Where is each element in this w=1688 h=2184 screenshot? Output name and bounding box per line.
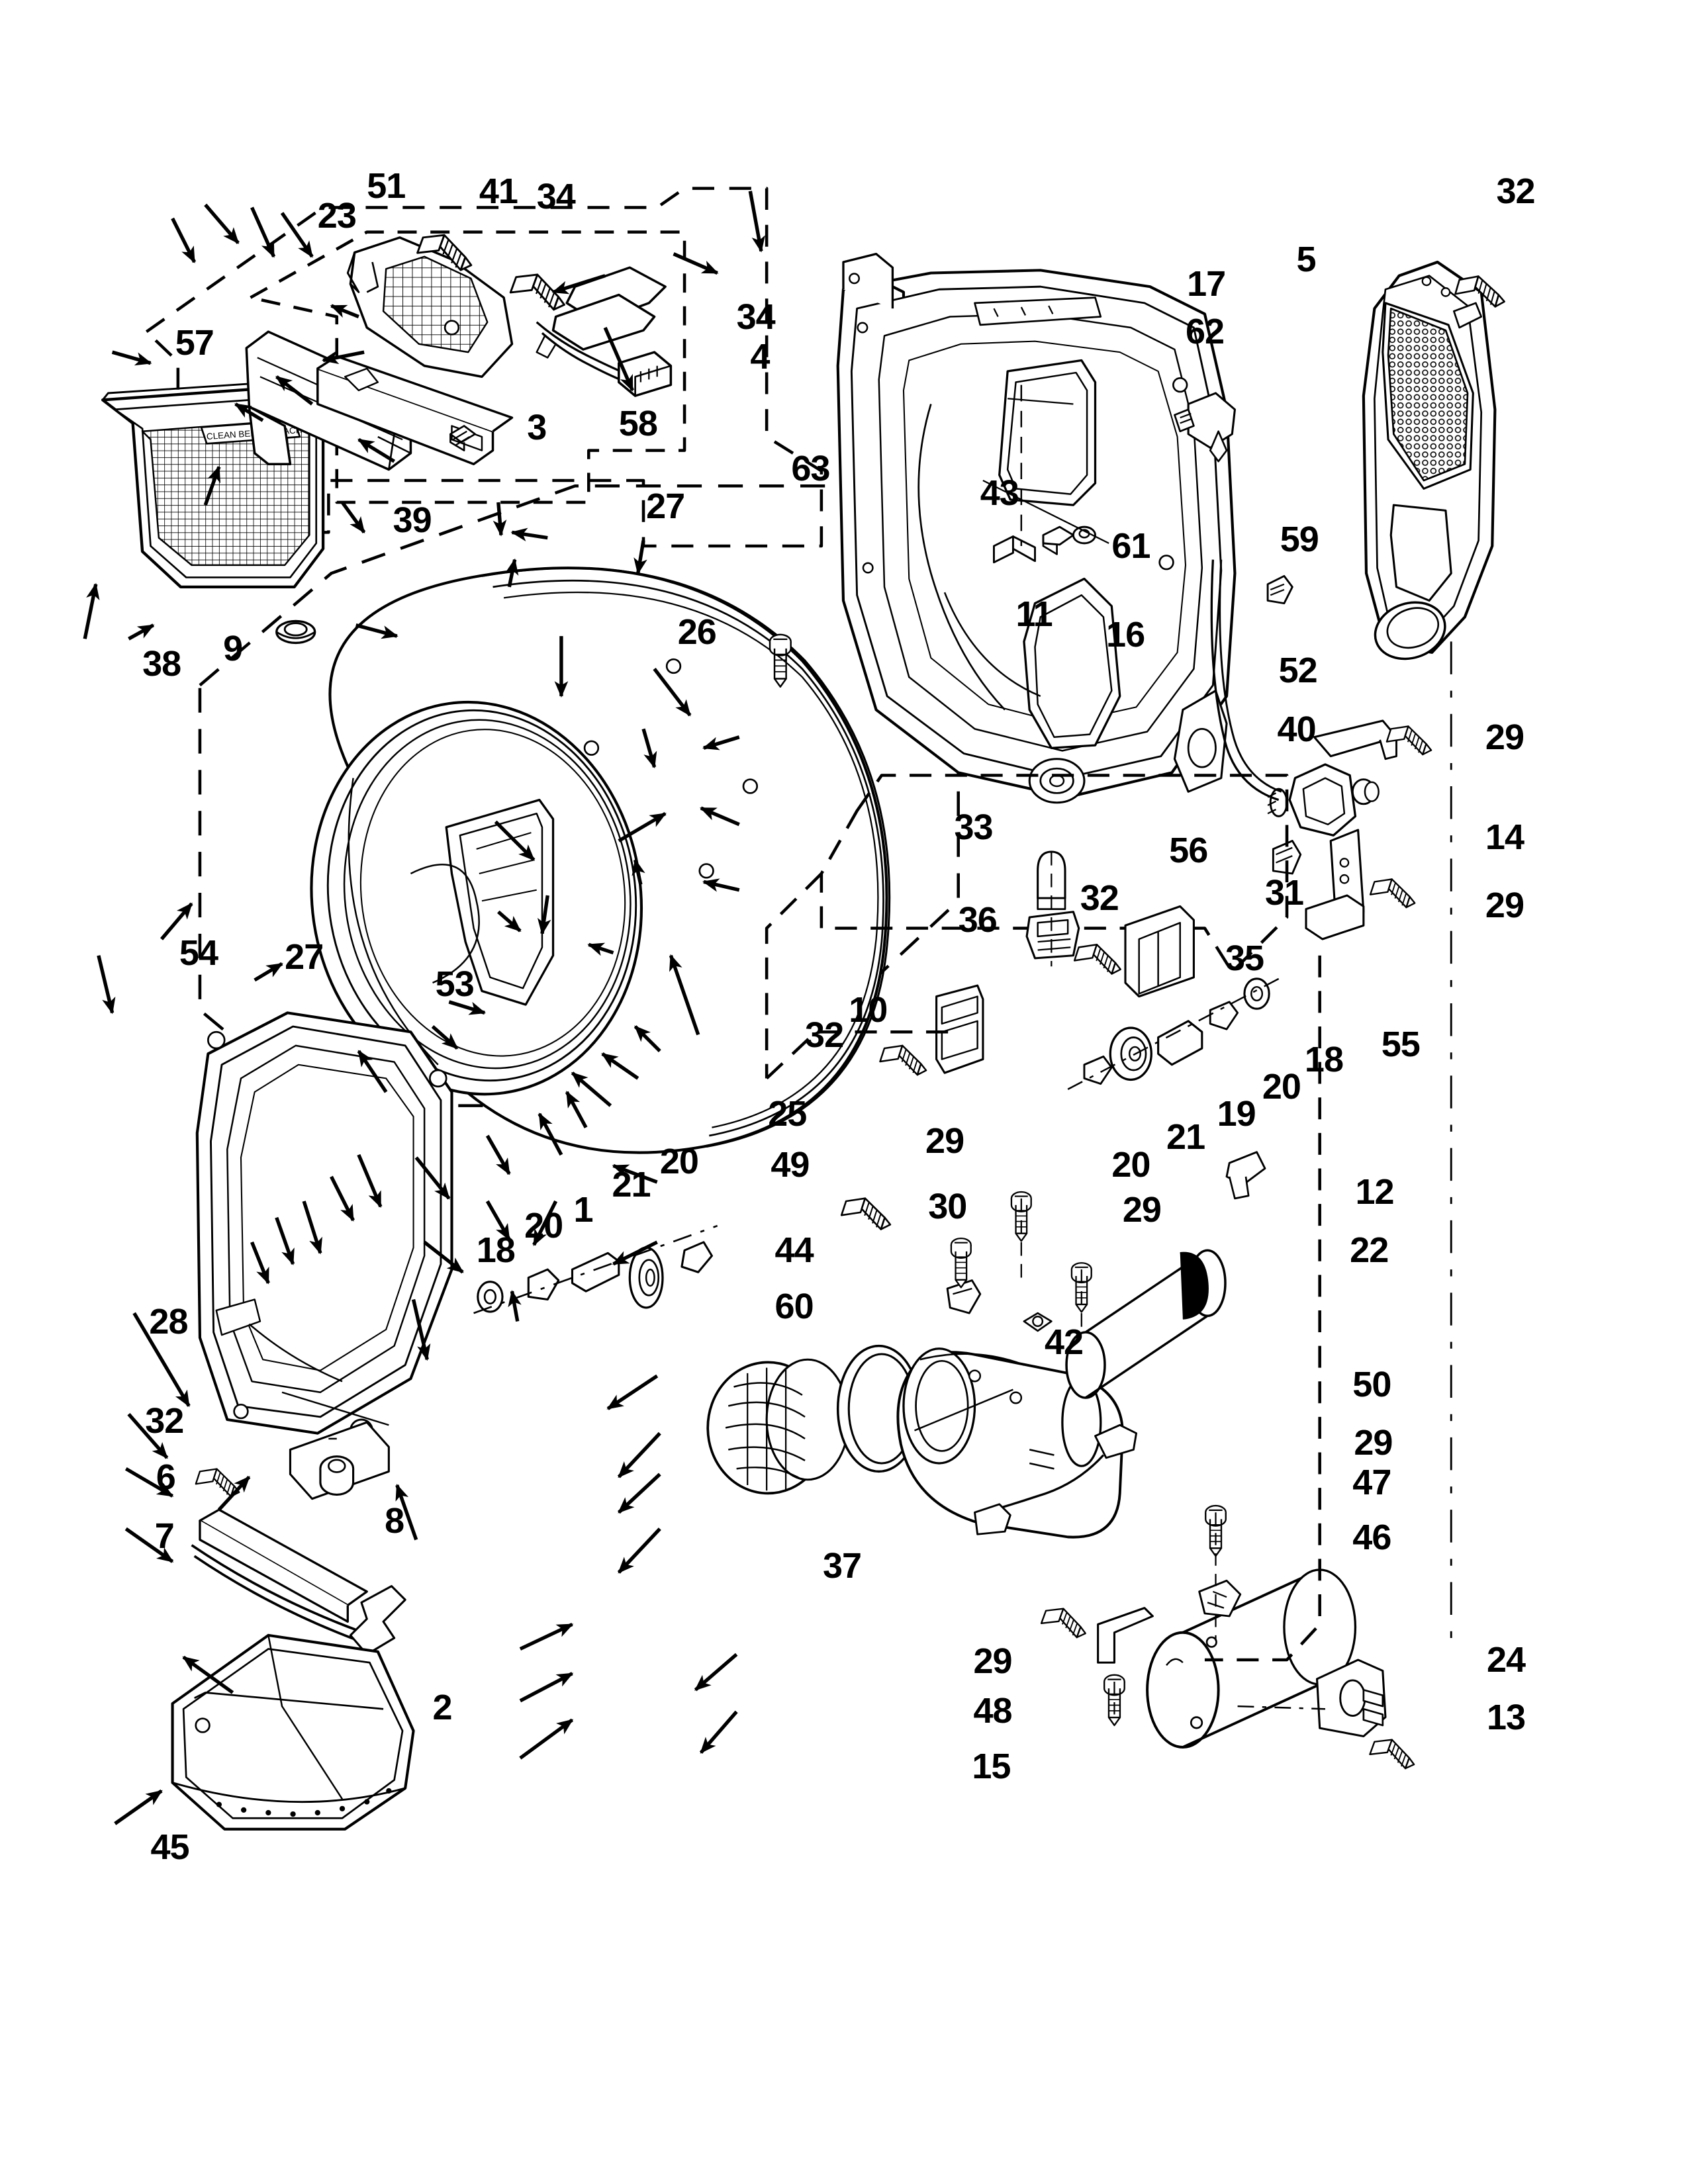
callout-18: 18 (1304, 1039, 1344, 1079)
callout-15: 15 (972, 1747, 1011, 1787)
callout-32: 32 (145, 1401, 184, 1441)
callout-31: 31 (1264, 873, 1304, 913)
callout-32: 32 (1496, 171, 1535, 211)
callout-47: 47 (1352, 1463, 1391, 1503)
callout-34: 34 (736, 296, 776, 337)
callout-32: 32 (1080, 878, 1119, 919)
callout-29: 29 (1485, 717, 1524, 757)
callout-61: 61 (1111, 526, 1150, 567)
callout-60: 60 (774, 1287, 814, 1326)
callout-23: 23 (317, 196, 357, 236)
callout-33: 33 (954, 807, 993, 848)
callout-17: 17 (1187, 264, 1226, 304)
callout-48: 48 (973, 1690, 1012, 1731)
callout-34: 34 (536, 177, 576, 217)
callout-9: 9 (223, 628, 243, 668)
callout-49: 49 (771, 1144, 810, 1185)
callout-12: 12 (1355, 1171, 1394, 1212)
callout-32: 32 (805, 1015, 844, 1055)
callout-57: 57 (175, 322, 214, 363)
callout-35: 35 (1225, 938, 1264, 979)
callout-44: 44 (774, 1230, 814, 1271)
callout-20: 20 (659, 1142, 699, 1182)
callout-27: 27 (285, 937, 324, 977)
callout-3: 3 (527, 407, 547, 447)
callout-58: 58 (618, 403, 658, 443)
callout-42: 42 (1044, 1322, 1084, 1362)
callout-56: 56 (1169, 831, 1208, 871)
callout-10: 10 (849, 990, 888, 1030)
callout-39: 39 (393, 500, 432, 540)
callout-22: 22 (1350, 1230, 1389, 1271)
callout-37: 37 (822, 1545, 862, 1586)
callout-29: 29 (973, 1641, 1012, 1682)
callout-13: 13 (1486, 1697, 1526, 1737)
callout-63: 63 (791, 448, 830, 488)
callout-21: 21 (612, 1165, 651, 1205)
callout-50: 50 (1352, 1364, 1391, 1404)
callout-54: 54 (179, 933, 218, 973)
callout-51: 51 (367, 165, 406, 206)
callout-18: 18 (476, 1230, 516, 1271)
callout-38: 38 (142, 643, 181, 684)
callout-40: 40 (1277, 709, 1317, 749)
callout-16: 16 (1106, 615, 1145, 655)
callout-28: 28 (149, 1301, 188, 1342)
callout-29: 29 (1122, 1189, 1162, 1230)
callout-11: 11 (1015, 594, 1053, 635)
callout-4: 4 (750, 336, 770, 377)
callout-25: 25 (768, 1094, 807, 1134)
callout-2: 2 (432, 1688, 453, 1728)
callout-6: 6 (156, 1457, 176, 1497)
callout-14: 14 (1485, 817, 1524, 857)
callout-30: 30 (928, 1187, 967, 1227)
callout-20: 20 (1111, 1144, 1150, 1185)
callout-62: 62 (1185, 312, 1225, 352)
callout-29: 29 (925, 1121, 964, 1161)
callout-29: 29 (1485, 885, 1524, 925)
callout-45: 45 (150, 1827, 189, 1867)
callout-1: 1 (573, 1189, 594, 1230)
callout-53: 53 (435, 964, 475, 1005)
callout-43: 43 (980, 473, 1019, 513)
callout-46: 46 (1352, 1517, 1391, 1557)
callout-20: 20 (524, 1206, 563, 1246)
callout-36: 36 (958, 900, 998, 940)
callout-7: 7 (154, 1516, 175, 1556)
callout-8: 8 (385, 1500, 404, 1541)
callout-5: 5 (1296, 240, 1317, 280)
callout-55: 55 (1381, 1024, 1421, 1064)
callout-20: 20 (1262, 1066, 1301, 1107)
callout-29: 29 (1354, 1423, 1393, 1463)
callout-19: 19 (1217, 1094, 1256, 1134)
callout-27: 27 (646, 486, 685, 527)
callout-26: 26 (677, 612, 717, 653)
callout-21: 21 (1166, 1117, 1205, 1158)
callout-41: 41 (479, 171, 518, 211)
callout-59: 59 (1280, 519, 1319, 559)
callout-52: 52 (1278, 650, 1318, 690)
callout-24: 24 (1486, 1640, 1526, 1680)
